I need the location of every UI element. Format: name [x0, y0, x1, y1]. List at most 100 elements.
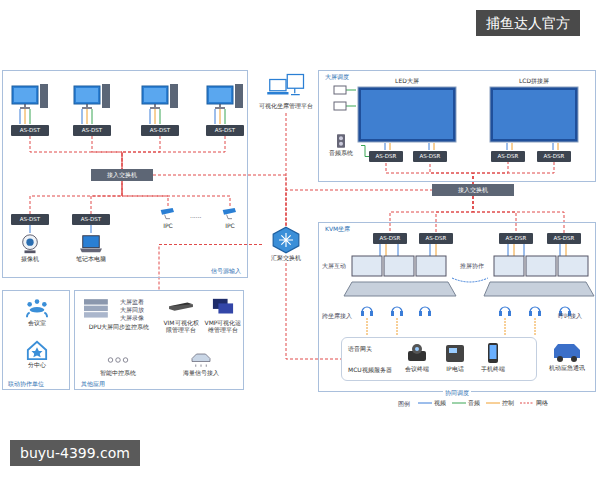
icon-graphic	[541, 340, 593, 364]
node-label: AS-DSR	[420, 153, 441, 160]
annotation: 推屏协作	[460, 262, 484, 269]
illustration-part	[196, 365, 207, 367]
annotation: 大屏回放	[120, 306, 144, 313]
illustration-part	[385, 143, 553, 150]
illustration-part	[291, 88, 300, 94]
illustration-part	[25, 109, 220, 124]
illustration-part	[267, 92, 288, 95]
node-label: 会议室	[11, 319, 63, 326]
device-box: AS-DST	[72, 214, 110, 225]
connector	[153, 175, 286, 226]
illustration-part	[30, 307, 45, 313]
device-icon: VMP可视化运维管理平台	[203, 297, 243, 335]
device-box: AS-DSR	[413, 151, 447, 162]
connector	[91, 225, 92, 233]
node-label: 可视化坐席管理平台	[255, 102, 317, 109]
legend-item: 控制	[486, 399, 514, 406]
icon-graphic	[79, 297, 115, 323]
node-label: DPU大屏同步监控系统	[79, 323, 159, 330]
legend-text: 音频	[468, 399, 480, 406]
connector	[91, 181, 122, 214]
icon-graphic	[81, 351, 155, 369]
connector	[361, 146, 369, 157]
screen-graphic	[489, 77, 579, 143]
panel-title: 协同调度	[443, 389, 471, 396]
connector	[122, 181, 168, 206]
icon-graphic	[213, 206, 247, 222]
device-icon: VIM可视化权限管理平台	[161, 297, 201, 335]
illustration-part	[227, 215, 232, 219]
illustration-part	[27, 313, 47, 318]
illustration-part	[207, 84, 243, 108]
group-panel: DPU大屏同步监控系统VIM可视化权限管理平台VMP可视化运维管理平台智能中控系…	[74, 290, 244, 390]
legend-sample	[520, 400, 534, 406]
node-label: AS-DSR	[498, 153, 519, 160]
node-label: AS-DST	[82, 127, 102, 134]
illustration-part	[493, 90, 575, 139]
panel-title: KVM坐席	[323, 225, 352, 232]
illustration-part	[571, 356, 577, 362]
connector	[436, 196, 473, 233]
illustration-part	[346, 90, 356, 106]
illustration-part	[361, 90, 453, 139]
icon-graphic	[321, 133, 361, 149]
device-box: AS-DSR	[373, 233, 407, 244]
screen-graphic	[357, 77, 457, 143]
illustration-part	[520, 402, 534, 403]
illustration-part	[74, 84, 110, 108]
panel-title: 大屏调度	[323, 73, 351, 80]
connector	[30, 181, 122, 214]
panel-title: 信号源输入	[209, 267, 243, 274]
illustration-part	[161, 208, 174, 215]
device-box: AS-DSR	[547, 233, 581, 244]
node-label: 分中心	[11, 361, 63, 368]
node-label: AS-DST	[81, 216, 101, 223]
illustration-part	[449, 348, 457, 353]
legend-item: 网络	[520, 399, 548, 406]
device-icon: 机动应急通讯	[541, 340, 593, 373]
illustration-part	[25, 250, 36, 253]
node-label: VIM可视化权限管理平台	[161, 319, 201, 333]
device-icon: 会议室	[11, 297, 63, 328]
node-label: AS-DSR	[380, 235, 401, 242]
node-label: 音频系统	[321, 149, 361, 156]
illustration-part	[490, 87, 578, 142]
annotation: 跨坐席接入	[322, 312, 352, 319]
illustration-part	[361, 307, 373, 316]
illustration-part	[416, 256, 446, 276]
illustration-part	[486, 402, 500, 403]
icon-graphic	[400, 341, 434, 365]
legend: 视频 音频控制网络	[418, 399, 548, 406]
node-label: 语音网关	[346, 345, 374, 352]
node-label: VMP可视化运维管理平台	[203, 319, 243, 333]
node-label: LCD拼接屏	[489, 77, 579, 84]
illustration-part	[279, 233, 293, 247]
connector	[122, 181, 230, 206]
device-icon: 摄像机	[10, 233, 50, 264]
illustration-part	[84, 306, 108, 311]
panel-title: 其他应用	[79, 380, 107, 387]
annotation: 大屏监看	[120, 298, 144, 305]
legend-text: 视频	[434, 399, 446, 406]
connector	[473, 196, 516, 233]
connector	[159, 245, 262, 291]
illustration-part	[352, 256, 382, 276]
illustration-part	[116, 358, 121, 363]
device-box: AS-DST	[73, 125, 111, 136]
node-label: MCU视频服务器	[346, 366, 394, 373]
legend-sample	[418, 400, 432, 406]
connector	[430, 162, 473, 184]
device-icon: 海量信号接入	[161, 351, 241, 378]
panel-title: 联动协作单位	[6, 380, 46, 387]
node-label: 会议终端	[400, 365, 434, 372]
icon-graphic	[476, 341, 510, 365]
device-box: AS-DSR	[499, 233, 533, 244]
icon-graphic	[255, 72, 317, 102]
illustration-part	[192, 354, 210, 362]
device-icon: IP电话	[440, 341, 470, 374]
node-label: AS-DST	[150, 127, 170, 134]
illustration-part	[367, 318, 535, 336]
node-label: AS-DST	[20, 127, 40, 134]
